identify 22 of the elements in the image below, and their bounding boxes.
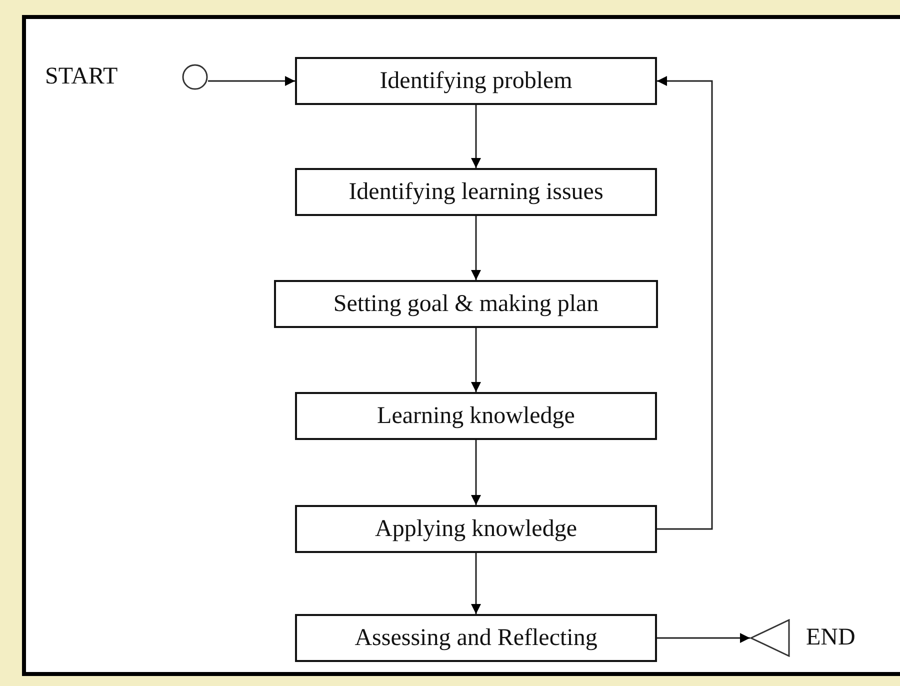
step-label: Setting goal & making plan: [333, 290, 599, 318]
step-label: Learning knowledge: [377, 402, 575, 430]
process-box: [295, 505, 657, 553]
step-label: Assessing and Reflecting: [354, 624, 598, 652]
process-box: [295, 392, 657, 440]
terminal-label: END: [806, 624, 856, 652]
arrow: [471, 553, 481, 614]
step-label: Identifying problem: [380, 68, 572, 94]
terminal-label: START: [45, 64, 118, 90]
process-box: [295, 57, 657, 105]
process-box: [274, 280, 658, 328]
arrow: [657, 76, 713, 530]
arrow: [471, 328, 481, 392]
process-box: [295, 614, 657, 662]
arrow: [471, 216, 481, 280]
process-box: [295, 168, 657, 216]
step-label: Identifying learning issues: [348, 178, 604, 206]
arrow: [657, 633, 750, 643]
arrow: [471, 440, 481, 505]
arrow: [471, 105, 481, 168]
step-label: Applying knowledge: [375, 516, 577, 542]
arrow: [208, 76, 295, 86]
